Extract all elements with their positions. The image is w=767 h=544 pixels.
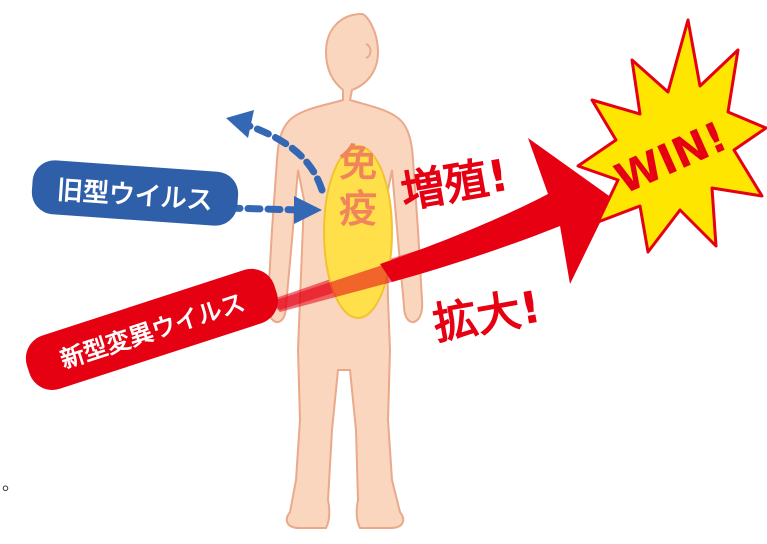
red-arrow (270, 138, 612, 312)
old-virus-badge: 旧型ウイルス (31, 160, 239, 226)
blue-arrowhead-right-icon (294, 196, 322, 224)
ear-detail (365, 43, 372, 59)
blue-arrow-deflected (240, 120, 326, 194)
expansion-label: 拡大! (429, 282, 544, 351)
new-variant-virus-badge: 新型変異ウイルス (25, 268, 278, 390)
blue-arrowhead-upleft-icon (226, 110, 254, 138)
proliferation-label: 増殖! (397, 150, 512, 219)
blue-arrow-to-body (224, 204, 304, 214)
immune-label-char-1: 免 (339, 141, 377, 185)
stray-circle-mark: 。 (2, 474, 20, 495)
win-starburst-icon (576, 18, 767, 254)
immune-label-char-2: 疫 (339, 187, 377, 231)
win-burst: WIN! (576, 18, 767, 254)
blue-dashed-arrows (224, 120, 326, 214)
